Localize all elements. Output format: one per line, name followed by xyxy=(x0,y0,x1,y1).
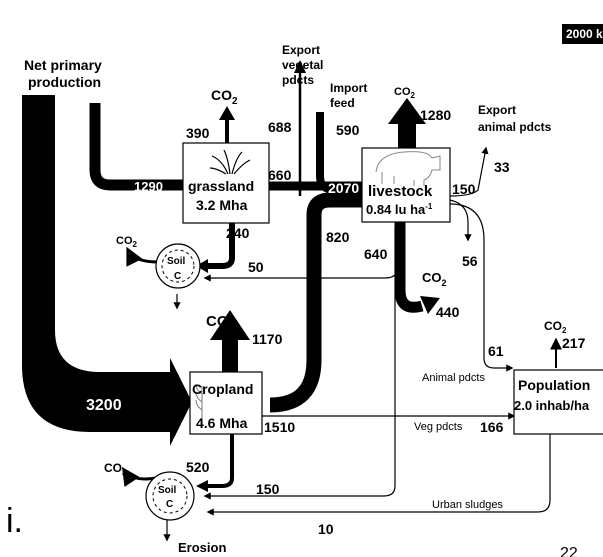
scale-badge-label: 2000 k xyxy=(566,27,603,41)
crop-soil-c: C xyxy=(166,499,173,510)
svg-text:CO2: CO2 xyxy=(116,235,138,249)
grass-soil-co2-flow xyxy=(128,250,158,262)
export-vegetal-label-3: pdcts xyxy=(282,73,314,87)
livestock-co2-arrow xyxy=(388,98,426,148)
crop-soil-label: Soil xyxy=(158,485,177,496)
livestock-density: 0.84 lu ha-1 xyxy=(366,202,433,217)
svg-text:CO2: CO2 xyxy=(211,87,238,107)
crop-to-livestock-flow xyxy=(270,200,365,405)
svg-text:CO2: CO2 xyxy=(422,270,447,288)
livestock-co2-label: CO2 xyxy=(394,86,416,100)
grass-soil-label: Soil xyxy=(167,256,186,267)
grassland-area: 3.2 Mha xyxy=(196,197,248,213)
svg-text:CO2: CO2 xyxy=(394,86,416,100)
import-feed-label-1: Import xyxy=(330,81,367,95)
cropland-soil-flow xyxy=(207,433,232,486)
export-animal-label-1: Export xyxy=(478,103,516,117)
crop-soil-co2-flow xyxy=(124,470,156,479)
flow-export-animal: 33 xyxy=(494,159,510,175)
pop-co2-label: CO2 xyxy=(544,319,567,335)
cropland-soil-arrowhead xyxy=(196,480,208,492)
flow-npp-grassland: 1290 xyxy=(134,179,163,194)
flow-crop-pop: 1510 xyxy=(264,419,295,435)
panel-letter: i. xyxy=(6,502,23,540)
flow-npp-cropland: 3200 xyxy=(86,397,122,414)
flow-livestock-co2: 1280 xyxy=(420,107,451,123)
npp-label-line2: production xyxy=(28,74,101,90)
flow-manure: 640 xyxy=(364,246,388,262)
svg-text:CO2: CO2 xyxy=(544,319,567,335)
flow-cropland-soil: 520 xyxy=(186,459,210,475)
crop-soil-co2-label: CO2 xyxy=(104,461,127,477)
flow-pop-co2: 217 xyxy=(562,335,586,351)
flow-grassland-livestock: 660 xyxy=(268,167,292,183)
population-name: Population xyxy=(518,377,590,393)
cropland-soil-c-node xyxy=(146,472,194,520)
grass-soil-c: C xyxy=(174,271,181,282)
svg-text:CO2: CO2 xyxy=(104,461,127,477)
grassland-name: grassland xyxy=(188,178,254,194)
flow-grassland-co2: 390 xyxy=(186,125,210,141)
livestock-to-grass-soil-flow xyxy=(205,262,400,278)
flow-veg-pdcts: 166 xyxy=(480,419,504,435)
cropland-name: Cropland xyxy=(192,381,253,397)
manure-co2-label: CO2 xyxy=(422,270,447,288)
cropland-area: 4.6 Mha xyxy=(196,415,248,431)
grassland-co2-label: CO2 xyxy=(211,87,238,107)
flow-export-vegetal: 688 xyxy=(268,119,292,135)
flow-manure-co2: 440 xyxy=(436,304,460,320)
flow-to-crop-soil: 150 xyxy=(256,481,280,497)
flow-cropland-co2: 1170 xyxy=(252,331,283,347)
flow-to-livestock-total: 2070 xyxy=(328,180,359,196)
export-animal-label-2: animal pdcts xyxy=(478,120,552,134)
corner-fragment: 22 xyxy=(560,545,578,557)
label-veg-pdcts: Veg pdcts xyxy=(414,421,463,433)
npp-label-line1: Net primary xyxy=(24,57,102,73)
label-urban-sludges: Urban sludges xyxy=(432,499,503,511)
flow-import-feed: 590 xyxy=(336,122,360,138)
livestock-name: livestock xyxy=(368,183,433,200)
flow-crop-livestock: 820 xyxy=(326,229,350,245)
flow-livestock-down: 56 xyxy=(462,253,478,269)
npp-to-grassland-flow xyxy=(95,103,185,185)
population-density: 2.0 inhab/ha xyxy=(514,398,590,413)
flow-animal-pop: 61 xyxy=(488,343,504,359)
manure-co2-flow xyxy=(400,220,422,307)
label-erosion: Erosion xyxy=(178,540,226,555)
import-feed-label-2: feed xyxy=(330,96,355,110)
grassland-co2-arrowhead xyxy=(219,106,235,120)
label-animal-pdcts: Animal pdcts xyxy=(422,372,485,384)
export-vegetal-label-1: Export xyxy=(282,43,320,57)
flow-grassland-soil: 240 xyxy=(226,225,250,241)
export-vegetal-label-2: vegetal xyxy=(282,58,323,72)
flow-livestock-grass-soil: 50 xyxy=(248,259,264,275)
flow-livestock-out: 150 xyxy=(452,181,476,197)
grass-soil-co2-label: CO2 xyxy=(116,235,138,249)
flow-sludge-return: 10 xyxy=(318,521,334,537)
